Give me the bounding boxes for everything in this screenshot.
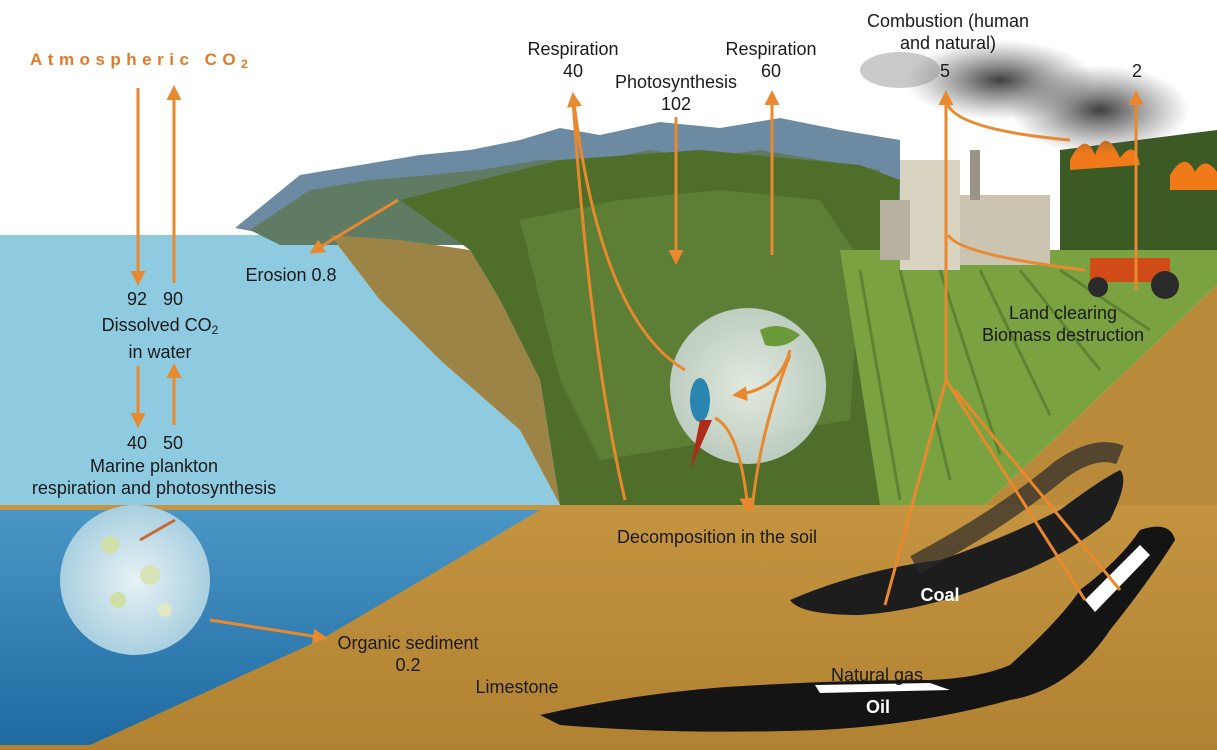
ocean-down-value: 92 xyxy=(126,289,148,309)
land-clearing-value: 2 xyxy=(1131,61,1142,81)
organic-sediment-label: Organic sediment 0.2 xyxy=(337,633,479,675)
plankton-up-value: 50 xyxy=(162,433,184,453)
coal-label: Coal xyxy=(920,585,960,605)
decomposition-label: Decomposition in the soil xyxy=(616,527,818,547)
arrow-oil-to-combustion-b xyxy=(953,389,1122,591)
ocean-up-value: 90 xyxy=(162,289,184,309)
photosynthesis-label: Photosynthesis 102 xyxy=(614,72,738,114)
limestone-label: Limestone xyxy=(475,677,559,697)
coastal-marsh xyxy=(330,235,560,505)
combustion-value: 5 xyxy=(939,61,950,81)
forest-organism-bubble xyxy=(670,308,826,470)
farm-field xyxy=(840,250,1217,505)
coal-deposit xyxy=(790,442,1124,615)
factory xyxy=(880,150,1050,270)
arrow-bird-to-leaf xyxy=(732,349,792,402)
arrow-tractor-to-combustion xyxy=(946,234,1086,272)
arrow-coal-to-combustion xyxy=(883,379,948,606)
atmospheric-co2-title: Atmospheric CO2 xyxy=(30,50,248,71)
arrow-respiration-left-b xyxy=(571,99,627,501)
respiration-left-label: Respiration 40 xyxy=(527,39,619,81)
erosion-label: Erosion 0.8 xyxy=(245,265,337,285)
flow-arrows xyxy=(130,85,1144,644)
natural-gas-label: Natural gas xyxy=(830,665,924,685)
arrow-to-decomposition-b xyxy=(750,354,792,511)
crop-rows xyxy=(858,268,1151,501)
combustion-label: Combustion (human and natural) xyxy=(866,11,1030,53)
arrow-organic-sediment xyxy=(209,618,328,644)
oil-label: Oil xyxy=(865,697,890,717)
tractor xyxy=(1088,258,1179,299)
dissolved-co2-label: Dissolved CO2 in water xyxy=(101,315,219,362)
ocean-surface xyxy=(0,235,560,505)
plankton-bubble xyxy=(60,505,210,655)
respiration-right-label: Respiration 60 xyxy=(725,39,817,81)
arrow-fire-to-combustion xyxy=(946,104,1071,142)
smoke-plume xyxy=(860,40,1190,155)
land-clearing-label: Land clearing Biomass destruction xyxy=(981,303,1145,345)
arrow-erosion xyxy=(309,198,399,254)
marine-plankton-label: Marine plankton respiration and photosyn… xyxy=(31,456,277,498)
arrow-oil-to-combustion-a xyxy=(944,379,1087,601)
arrow-respiration-left-a xyxy=(566,92,686,372)
plankton-down-value: 40 xyxy=(126,433,148,453)
arrow-to-decomposition-a xyxy=(714,416,755,513)
oil-reservoir xyxy=(540,526,1175,732)
